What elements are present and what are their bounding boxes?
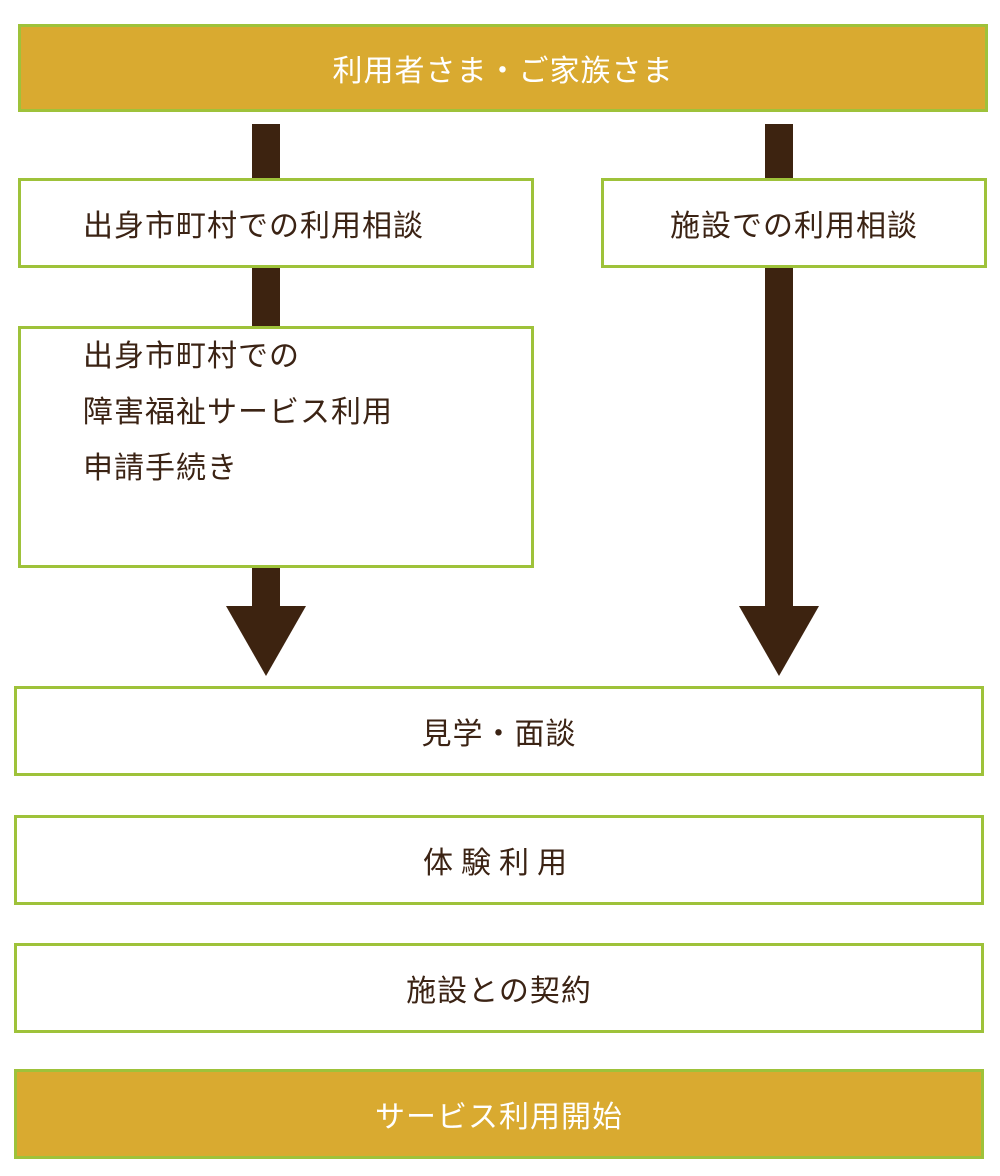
application-procedure-box: 出身市町村での 障害福祉サービス利用 申請手続き [18,326,534,568]
service-start-box: サービス利用開始 [14,1069,984,1159]
left-arrow-shaft-middle [252,266,280,328]
trial-use-label: 体験利用 [423,846,575,881]
hometown-consultation-box: 出身市町村での利用相談 [18,178,534,268]
facility-consultation-box: 施設での利用相談 [601,178,987,268]
facility-consultation-label: 施設での利用相談 [670,209,918,244]
start-box-label: 利用者さま・ご家族さま [332,54,674,89]
application-line-1: 出身市町村での [83,339,300,374]
application-line-3: 申請手続き [83,451,238,486]
service-start-label: サービス利用開始 [375,1100,623,1135]
start-box-users-families: 利用者さま・ご家族さま [18,24,988,112]
trial-use-box: 体験利用 [14,815,984,905]
left-arrow-shaft-top [252,124,280,180]
facility-contract-box: 施設との契約 [14,943,984,1033]
facility-contract-label: 施設との契約 [406,974,592,1009]
hometown-consultation-label: 出身市町村での利用相談 [83,209,424,244]
visit-interview-box: 見学・面談 [14,686,984,776]
application-line-2: 障害福祉サービス利用 [83,395,393,430]
left-arrowhead-icon [226,606,306,676]
visit-interview-label: 見学・面談 [421,717,577,752]
left-arrow-shaft-bottom [252,566,280,612]
right-arrowhead-icon [739,606,819,676]
